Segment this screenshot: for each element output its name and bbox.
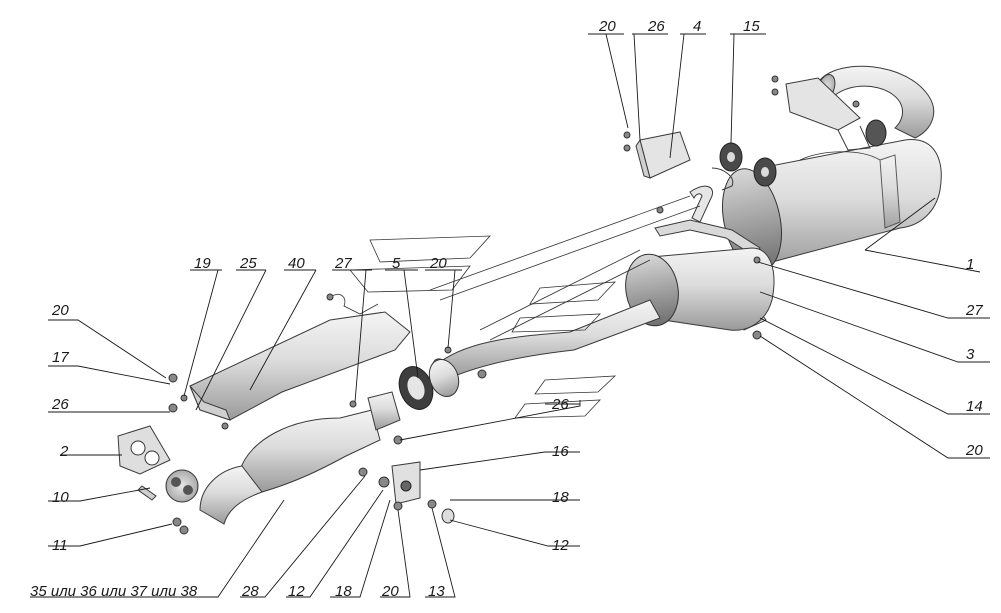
callout-20-bottom: 20 — [381, 583, 399, 600]
callout-17: 17 — [52, 349, 69, 366]
catalytic-converter — [165, 391, 401, 525]
flange-gasket — [117, 425, 171, 475]
callout-11: 11 — [52, 537, 68, 554]
callout-13: 13 — [428, 583, 445, 600]
callout-18-bottom: 18 — [335, 583, 352, 600]
callout-28: 28 — [241, 583, 259, 600]
callout-25: 25 — [239, 255, 257, 272]
callout-14: 14 — [966, 398, 983, 415]
hanger-bracket-right — [771, 75, 887, 151]
callout-3: 3 — [966, 346, 975, 363]
callout-40: 40 — [288, 255, 305, 272]
pipe-routing-outlines — [349, 195, 701, 419]
callout-20-top: 20 — [598, 18, 616, 35]
mounting-bracket — [358, 435, 455, 524]
leader-lines — [30, 33, 990, 598]
callout-1: 1 — [966, 256, 974, 273]
callout-35-36-37-38: 35 или 36 или 37 или 38 — [30, 583, 198, 600]
fasteners — [137, 206, 762, 535]
callout-26-mid: 26 — [551, 396, 569, 413]
callout-numbers: 20 26 4 15 1 27 3 14 20 19 25 40 27 5 20… — [30, 18, 983, 600]
callout-12-right: 12 — [552, 537, 569, 554]
callout-15: 15 — [743, 18, 760, 35]
callout-5: 5 — [392, 255, 401, 272]
callout-27-right: 27 — [965, 302, 983, 319]
callout-12-bottom: 12 — [288, 583, 305, 600]
callout-19: 19 — [194, 255, 211, 272]
callout-20-mid: 20 — [429, 255, 447, 272]
callout-4: 4 — [693, 18, 701, 35]
callout-10: 10 — [52, 489, 69, 506]
callout-2: 2 — [59, 443, 69, 460]
resonator-with-pipe — [432, 247, 775, 382]
callout-20-left: 20 — [51, 302, 69, 319]
callout-26-top: 26 — [647, 18, 665, 35]
callout-26-left: 26 — [51, 396, 69, 413]
rubber-rings — [719, 142, 777, 187]
callout-27-left: 27 — [334, 255, 352, 272]
flange-rings — [398, 359, 460, 410]
callout-20-right: 20 — [965, 442, 983, 459]
callout-16: 16 — [552, 443, 569, 460]
callout-18-right: 18 — [552, 489, 569, 506]
hanger-bracket-left — [623, 131, 734, 191]
